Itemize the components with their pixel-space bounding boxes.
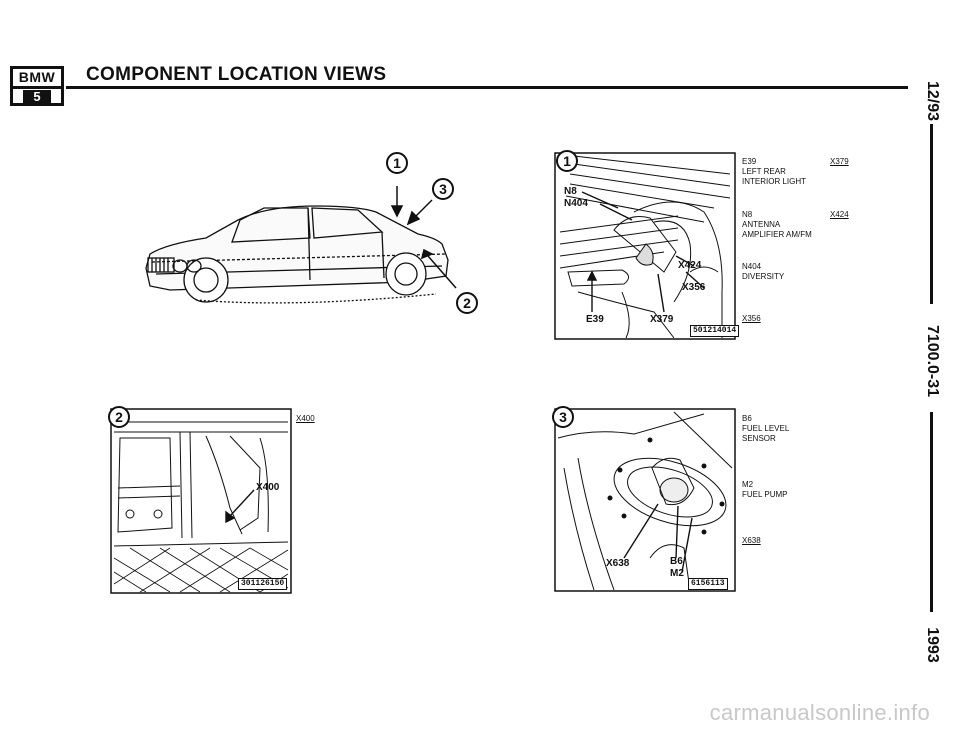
legend-e39-code: E39 bbox=[742, 157, 757, 166]
label-x638: X638 bbox=[606, 558, 630, 569]
legend-b6-code: B6 bbox=[742, 414, 752, 423]
watermark: carmanualsonline.info bbox=[709, 700, 930, 725]
callout-view-3: 3 bbox=[432, 178, 454, 200]
logo-series-text: 5 bbox=[23, 90, 51, 104]
legend-x356-ref: X356 bbox=[742, 314, 761, 323]
view-2-figure-number: 301126150 bbox=[238, 578, 288, 590]
bmw-5-series-logo: BMW 5 bbox=[10, 66, 64, 106]
legend-n8-code: N8 bbox=[742, 210, 753, 219]
title-rule bbox=[66, 86, 908, 89]
margin-rule-bottom bbox=[930, 412, 933, 612]
label-n404: N404 bbox=[564, 198, 588, 209]
margin-rule-top bbox=[930, 124, 933, 304]
legend-e39: E39 LEFT REAR INTERIOR LIGHT bbox=[742, 157, 812, 187]
legend-m2: M2 FUEL PUMP bbox=[742, 480, 812, 500]
legend-n8-ref: X424 bbox=[830, 210, 849, 219]
label-n8: N8 bbox=[564, 186, 577, 197]
legend-b6: B6 FUEL LEVEL SENSOR bbox=[742, 414, 812, 444]
label-e39: E39 bbox=[586, 314, 604, 325]
logo-divider bbox=[13, 86, 61, 89]
view-3-figure-number: 6156113 bbox=[688, 578, 728, 590]
vehicle-overview: 1 3 2 bbox=[136, 150, 496, 330]
view-2-drawing bbox=[110, 408, 292, 594]
legend-m2-code: M2 bbox=[742, 480, 754, 489]
legend-n8: N8 ANTENNA AMPLIFIER AM/FM bbox=[742, 210, 812, 240]
label-x379: X379 bbox=[650, 314, 674, 325]
legend-m2-text: FUEL PUMP bbox=[742, 490, 788, 499]
margin-date: 12/93 bbox=[924, 81, 941, 122]
logo-brand-text: BMW bbox=[18, 69, 56, 85]
legend-e39-ref: X379 bbox=[830, 157, 849, 166]
view-2-number: 2 bbox=[108, 406, 130, 428]
label-m2: M2 bbox=[670, 568, 684, 579]
view-1-detail: 1 N8 N404 X424 X356 E39 X379 501214014 bbox=[554, 150, 740, 340]
legend-x400-ref: X400 bbox=[296, 414, 315, 423]
view-1-drawing bbox=[554, 152, 736, 340]
view-1-figure-number: 501214014 bbox=[690, 325, 740, 337]
legend-n8-text: ANTENNA AMPLIFIER AM/FM bbox=[742, 220, 812, 239]
page-title: COMPONENT LOCATION VIEWS bbox=[86, 64, 387, 85]
callout-view-1: 1 bbox=[386, 152, 408, 174]
margin-page-code: 7100.0-31 bbox=[924, 324, 941, 398]
callout-view-2: 2 bbox=[456, 292, 478, 314]
view-3-detail: 3 X638 B6 M2 6156113 bbox=[552, 406, 736, 592]
legend-n404: N404 DIVERSITY bbox=[742, 262, 812, 282]
legend-b6-text: FUEL LEVEL SENSOR bbox=[742, 424, 789, 443]
legend-n404-text: DIVERSITY bbox=[742, 272, 785, 281]
view-2-detail: 2 X400 301126150 bbox=[108, 406, 292, 594]
view-3-drawing bbox=[554, 408, 736, 592]
legend-x638-ref: X638 bbox=[742, 536, 761, 545]
label-x400: X400 bbox=[256, 482, 280, 493]
label-x356: X356 bbox=[682, 282, 706, 293]
label-x424: X424 bbox=[678, 260, 702, 271]
view-3-number: 3 bbox=[552, 406, 574, 428]
label-b6: B6 bbox=[670, 556, 683, 567]
legend-n404-code: N404 bbox=[742, 262, 762, 271]
margin-year: 1993 bbox=[924, 627, 941, 663]
legend-e39-text: LEFT REAR INTERIOR LIGHT bbox=[742, 167, 807, 186]
car-drawing bbox=[145, 186, 457, 304]
view-1-number: 1 bbox=[556, 150, 578, 172]
